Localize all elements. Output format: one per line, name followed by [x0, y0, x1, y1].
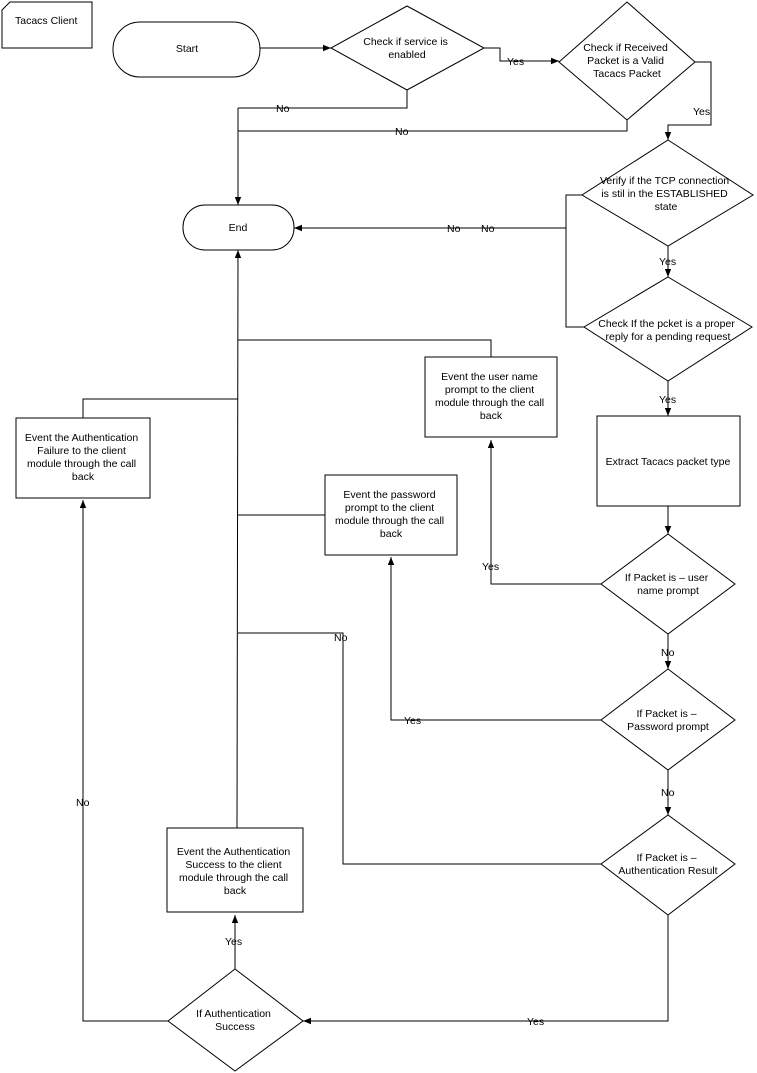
connector-user-event-top: [238, 339, 492, 357]
edge-label-password-no: No: [661, 787, 675, 799]
process-event-user-prompt: [424, 356, 558, 438]
event-password-prompt-label: Event the password prompt to the client …: [335, 489, 447, 540]
connectors: [79, 44, 712, 1025]
valid-packet-label: Check if Received Packet is a Valid Taca…: [583, 42, 671, 80]
end-label: End: [229, 222, 248, 234]
connector-valid-yes: [664, 61, 712, 140]
decision-valid-packet: [558, 1, 696, 121]
edge-label-user-no: No: [661, 647, 675, 659]
edge-label-service-yes: Yes: [507, 56, 524, 68]
auth-result-label: If Packet is – Authentication Result: [618, 852, 717, 877]
process-event-password-prompt: [324, 474, 458, 556]
end-terminator: [182, 204, 295, 251]
process-event-auth-failure: [15, 417, 151, 499]
edge-label-success-yes: Yes: [225, 936, 242, 948]
edge-label-tcp-no-2: No: [481, 223, 495, 235]
connector-auth-success-up: [234, 249, 242, 829]
connector-valid-no: [238, 120, 628, 132]
edge-label-result-yes: Yes: [527, 1016, 544, 1028]
title-box: [1, 1, 93, 49]
user-prompt-label: If Packet is – user name prompt: [625, 572, 711, 597]
start-terminator: [112, 21, 261, 78]
decision-check-service: [329, 5, 486, 91]
decision-password-prompt: [600, 668, 736, 771]
event-auth-success-label: Event the Authentication Success to the …: [177, 846, 293, 897]
connector-result-yes: [303, 915, 669, 1025]
decision-proper-reply: [583, 276, 753, 382]
connector-result-no: [238, 632, 601, 865]
decision-auth-success: [167, 968, 304, 1072]
connector-tcp-no: [294, 194, 582, 232]
verify-tcp-label: Verify if the TCP connection is stil in …: [600, 175, 732, 213]
connector-failure-top: [82, 398, 238, 418]
start-label: Start: [176, 43, 198, 55]
connector-service-yes: [484, 47, 559, 65]
edge-label-result-no: No: [334, 632, 348, 644]
edge-label-valid-yes: Yes: [693, 106, 710, 118]
edge-label-valid-no: No: [395, 126, 409, 138]
title-box-label: Tacacs Client: [15, 15, 78, 27]
edge-label-tcp-no-1: No: [447, 223, 461, 235]
password-prompt-label: If Packet is – Password prompt: [627, 708, 709, 733]
edge-label-success-no: No: [76, 797, 90, 809]
connector-service-no: [238, 90, 408, 109]
edge-label-service-no: No: [276, 103, 290, 115]
event-auth-failure-label: Event the Authentication Failure to the …: [25, 432, 141, 483]
process-extract-type: [596, 415, 741, 507]
event-user-prompt-label: Event the user name prompt to the client…: [435, 371, 547, 422]
auth-success-decision-label: If Authentication Success: [196, 1008, 274, 1033]
decision-verify-tcp: [581, 139, 754, 247]
connector-user-yes: [487, 440, 601, 585]
edge-label-password-yes: Yes: [404, 715, 421, 727]
edge-label-tcp-yes: Yes: [659, 256, 676, 268]
connector-password-yes: [387, 557, 601, 721]
proper-reply-label: Check If the pcket is a proper reply for…: [598, 318, 738, 343]
edge-label-reply-yes: Yes: [659, 394, 676, 406]
decision-auth-result: [600, 814, 736, 916]
edge-labels: Yes No Yes No No No Yes Yes Yes No Yes N…: [76, 56, 710, 1028]
extract-type-label: Extract Tacacs packet type: [606, 456, 731, 468]
node-labels: Tacacs Client Start End Check if service…: [15, 15, 738, 1033]
decision-user-prompt: [600, 533, 736, 635]
edge-label-user-yes: Yes: [482, 561, 499, 573]
process-event-auth-success: [166, 827, 304, 913]
check-service-label: Check if service is enabled: [363, 36, 451, 61]
connector-success-no: [79, 500, 168, 1022]
connector-reply-no-join: [565, 228, 584, 328]
